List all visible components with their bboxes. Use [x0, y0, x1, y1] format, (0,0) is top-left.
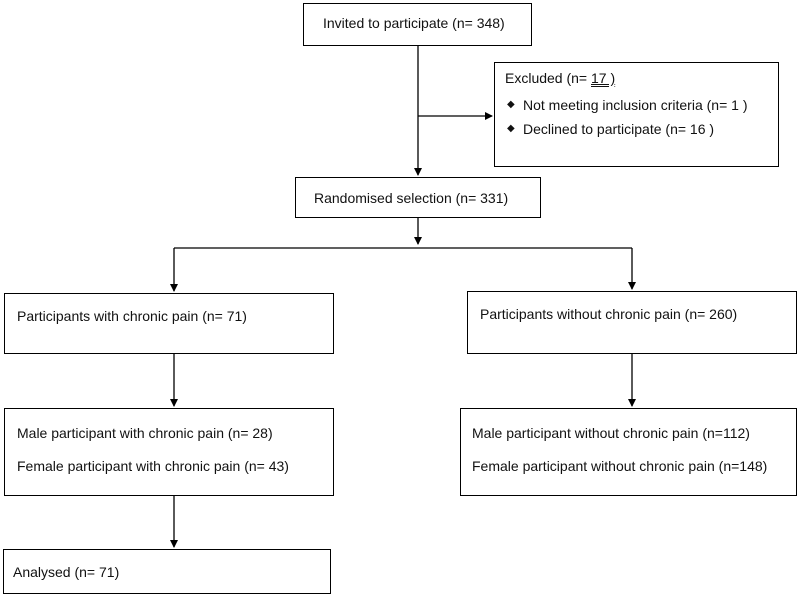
excluded-list: Not meeting inclusion criteria (n= 1 ) D…	[505, 93, 748, 141]
female-without-pain-label: Female participant without chronic pain …	[472, 458, 768, 474]
without-pain-box: Participants without chronic pain (n= 26…	[467, 291, 797, 354]
with-pain-box: Participants with chronic pain (n= 71)	[4, 293, 334, 354]
male-without-pain-label: Male participant without chronic pain (n…	[472, 425, 750, 441]
invited-label: Invited to participate (n= 348)	[323, 15, 505, 31]
male-with-pain-label: Male participant with chronic pain (n= 2…	[17, 425, 273, 441]
with-pain-breakdown-box: Male participant with chronic pain (n= 2…	[4, 408, 334, 496]
analysed-label: Analysed (n= 71)	[13, 564, 120, 580]
excluded-item-declined: Declined to participate (n= 16 )	[505, 117, 748, 141]
female-with-pain-label: Female participant with chronic pain (n=…	[17, 458, 289, 474]
with-pain-label: Participants with chronic pain (n= 71)	[17, 308, 247, 324]
analysed-box: Analysed (n= 71)	[3, 549, 331, 594]
randomised-label: Randomised selection (n= 331)	[314, 190, 509, 206]
excluded-item-inclusion: Not meeting inclusion criteria (n= 1 )	[505, 93, 748, 117]
excluded-box: Excluded (n= 17 ) Not meeting inclusion …	[494, 62, 779, 167]
without-pain-breakdown-box: Male participant without chronic pain (n…	[460, 408, 797, 496]
randomised-box: Randomised selection (n= 331)	[295, 177, 541, 218]
excluded-title: Excluded (n= 17 )	[505, 70, 615, 86]
excluded-title-prefix: Excluded (n=	[505, 70, 591, 86]
excluded-count: 17 )	[591, 70, 616, 86]
invited-box: Invited to participate (n= 348)	[303, 3, 532, 46]
without-pain-label: Participants without chronic pain (n= 26…	[480, 306, 738, 322]
